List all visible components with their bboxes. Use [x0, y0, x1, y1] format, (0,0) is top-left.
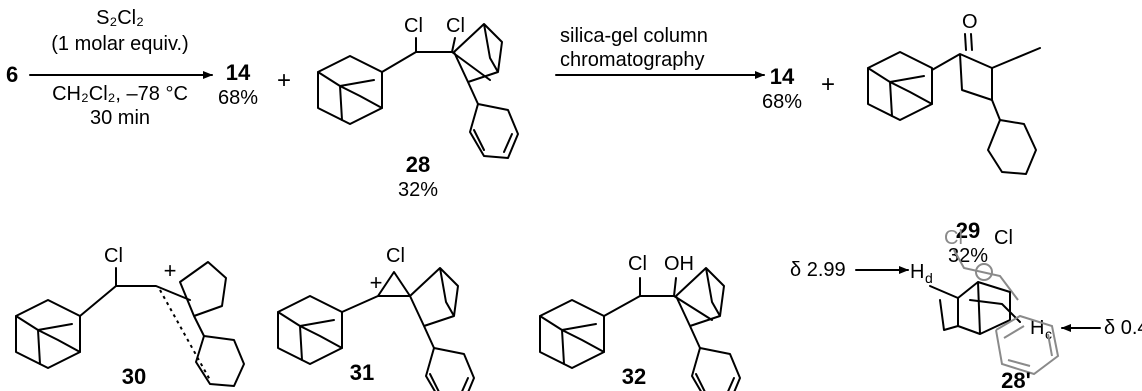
reagent-equiv: (1 molar equiv.) — [51, 33, 188, 55]
compound-31-label: 31 — [350, 360, 374, 385]
c28p-cl1: Cl — [944, 227, 963, 249]
compound-14-yield: 68% — [218, 87, 258, 109]
c28p-cl2: Cl — [994, 227, 1013, 249]
compound-30-label: 30 — [122, 364, 146, 389]
compound-32-label: 32 — [622, 364, 646, 389]
compound-28prime-label: 28' — [1001, 368, 1031, 391]
h-d-subscript: d — [925, 270, 933, 286]
compound-32-structure: Cl OH 32 — [539, 253, 741, 391]
shift-c-label: δ 0.44 — [1104, 317, 1142, 339]
compound-6-label: 6 — [6, 62, 18, 87]
compound-30-cl: Cl — [104, 245, 123, 267]
solvent-temp: CH₂Cl₂, –78 °C — [52, 83, 188, 105]
step2-condition-2: chromatography — [560, 49, 705, 71]
step1-arrow-group: 6 S₂Cl₂ (1 molar equiv.) CH₂Cl₂, –78 °C … — [6, 7, 291, 129]
h-d-label: H — [910, 261, 924, 283]
compound-30-charge: + — [164, 258, 177, 283]
compound-14-label: 14 — [226, 60, 251, 85]
compound-28-yield: 32% — [398, 179, 438, 201]
shift-d-label: δ 2.99 — [790, 259, 846, 281]
compound-31-cl: Cl — [386, 245, 405, 267]
plus-sign-1: + — [277, 67, 291, 94]
step2-compound-14-yield: 68% — [762, 91, 802, 113]
compound-29-yield: 32% — [948, 245, 988, 267]
compound-28-cl2: Cl — [446, 15, 465, 37]
compound-28-cl1: Cl — [404, 15, 423, 37]
step2-condition-1: silica-gel column — [560, 25, 708, 47]
compound-28-structure: Cl Cl 28 32% — [317, 15, 519, 201]
compound-29-label: 29 — [956, 218, 980, 243]
step2-compound-14-label: 14 — [770, 64, 795, 89]
compound-32-cl: Cl — [628, 253, 647, 275]
step2-arrow-group: silica-gel column chromatography 14 68% … — [555, 25, 835, 113]
compound-29-oxygen: O — [962, 11, 978, 33]
compound-28prime-structure: δ 2.99 H d Cl Cl H c δ 0.44 28' — [790, 227, 1142, 391]
reagent-s2cl2: S₂Cl₂ — [96, 7, 144, 29]
compound-31-structure: Cl + 31 — [277, 245, 475, 391]
compound-30-structure: Cl + 30 — [15, 245, 245, 389]
compound-31-charge: + — [370, 270, 383, 295]
compound-29-structure: O 29 32% — [867, 11, 1041, 267]
compound-28-label: 28 — [406, 152, 430, 177]
plus-sign-2: + — [821, 71, 835, 98]
reaction-time: 30 min — [90, 107, 150, 129]
compound-32-oh: OH — [664, 253, 694, 275]
